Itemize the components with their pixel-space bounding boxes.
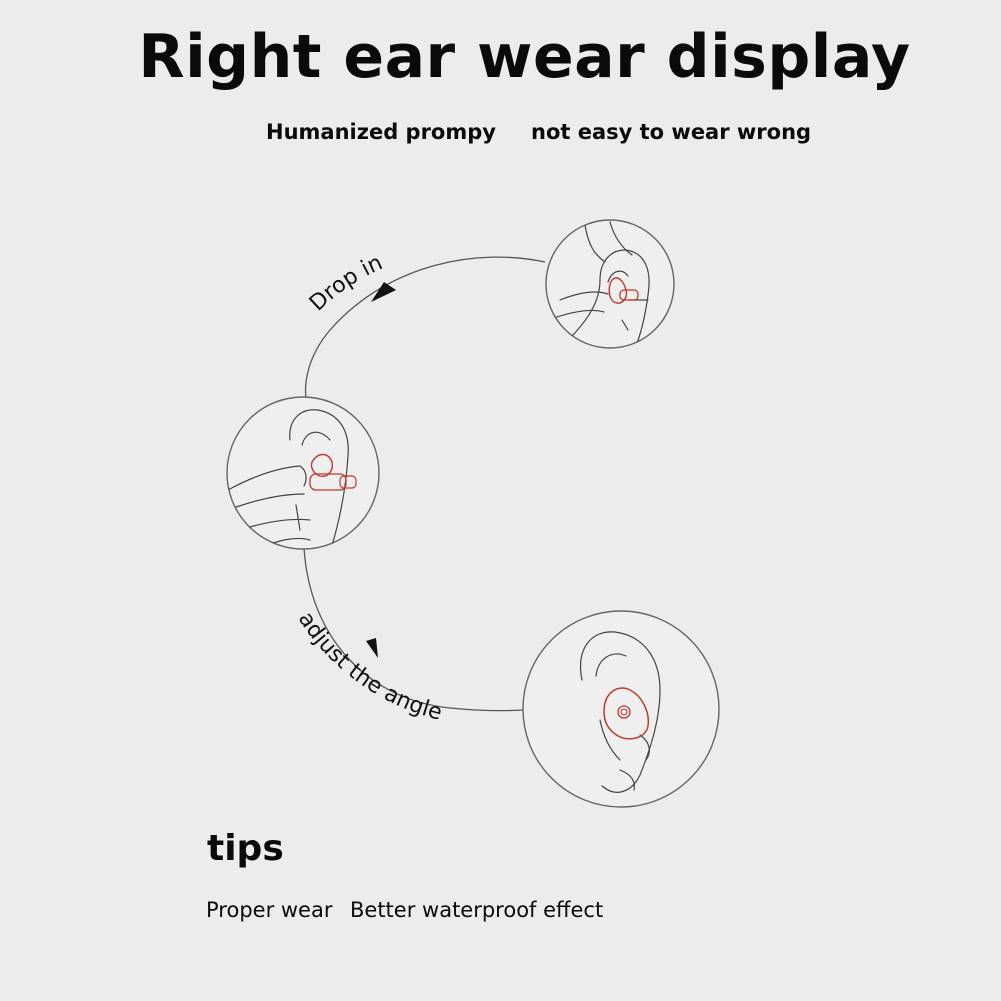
arrow-adjust [366, 638, 378, 658]
ear-worn-step-icon [522, 610, 720, 808]
page-title: Right ear wear display [138, 22, 911, 92]
tips-waterproof: Better waterproof effect [350, 898, 604, 922]
label-drop-in: Drop in [305, 250, 387, 316]
arc-top [304, 256, 546, 399]
subtitle-humanized: Humanized prompy [266, 120, 496, 144]
arc-bottom [303, 547, 524, 712]
ear-drop-in-step-icon [226, 396, 380, 550]
label-adjust-angle: adjust the angle [293, 607, 445, 725]
arrow-drop-in [371, 282, 396, 302]
subtitle-not-easy: not easy to wear wrong [531, 120, 812, 144]
tips-proper-wear: Proper wear [206, 898, 333, 922]
ear-insert-step-icon [545, 219, 675, 349]
tips-heading: tips [207, 828, 284, 869]
